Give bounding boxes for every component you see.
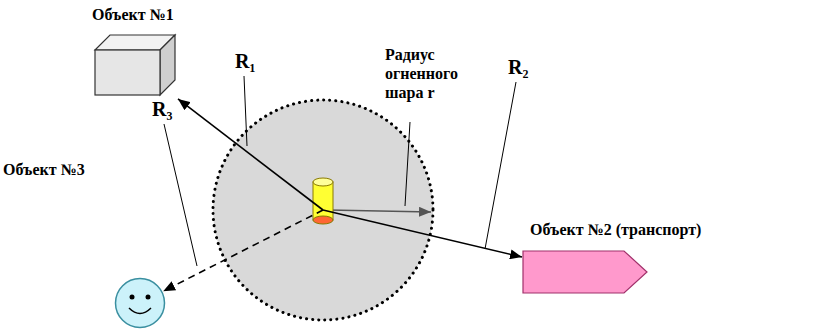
distance-arrow [163, 210, 323, 291]
text-holder: Объект №3 [3, 160, 85, 179]
distance-label: R₂ [508, 56, 528, 78]
smiley-eye [130, 295, 135, 300]
text-holder: Радиус огненного шара r [385, 45, 489, 103]
text-holder: Объект №1 [92, 5, 174, 24]
distance-arrow [323, 210, 522, 257]
smiley-node: Объект №3 [3, 160, 173, 332]
smiley-eye [146, 295, 151, 300]
vehicle-shape [522, 250, 648, 294]
smiley-shape [114, 277, 166, 329]
cylinder-body [313, 182, 333, 220]
distance-label: R₃ [152, 98, 172, 120]
radius-arrow [328, 210, 431, 212]
distance-arrow [178, 99, 323, 210]
box-front [95, 50, 160, 95]
object-label: Объект №3 [3, 160, 85, 179]
label-holder: R₃ [152, 98, 172, 120]
text-holder: Объект №2 (транспорт) [530, 220, 701, 239]
smiley-mouth [129, 308, 151, 314]
box-side [160, 35, 175, 95]
cylinder-top [313, 178, 333, 186]
leader-line [164, 124, 197, 266]
object-label: Радиус огненного шара r [385, 45, 489, 103]
smiley-face [116, 279, 165, 328]
object-label: Объект №2 (транспорт) [530, 220, 701, 239]
object-label: Объект №1 [92, 5, 174, 24]
vehicle-node: Объект №2 (транспорт) [520, 220, 780, 300]
distance-label: R₁ [235, 50, 255, 72]
label-holder: R₁ [235, 50, 255, 72]
leader-line [485, 82, 516, 249]
box3d-node: Объект №1 [92, 5, 184, 101]
cylinder-bottom [313, 216, 333, 224]
box3d-shape [92, 33, 178, 99]
vehicle-shape [523, 251, 647, 293]
label-holder: R₂ [508, 56, 528, 78]
